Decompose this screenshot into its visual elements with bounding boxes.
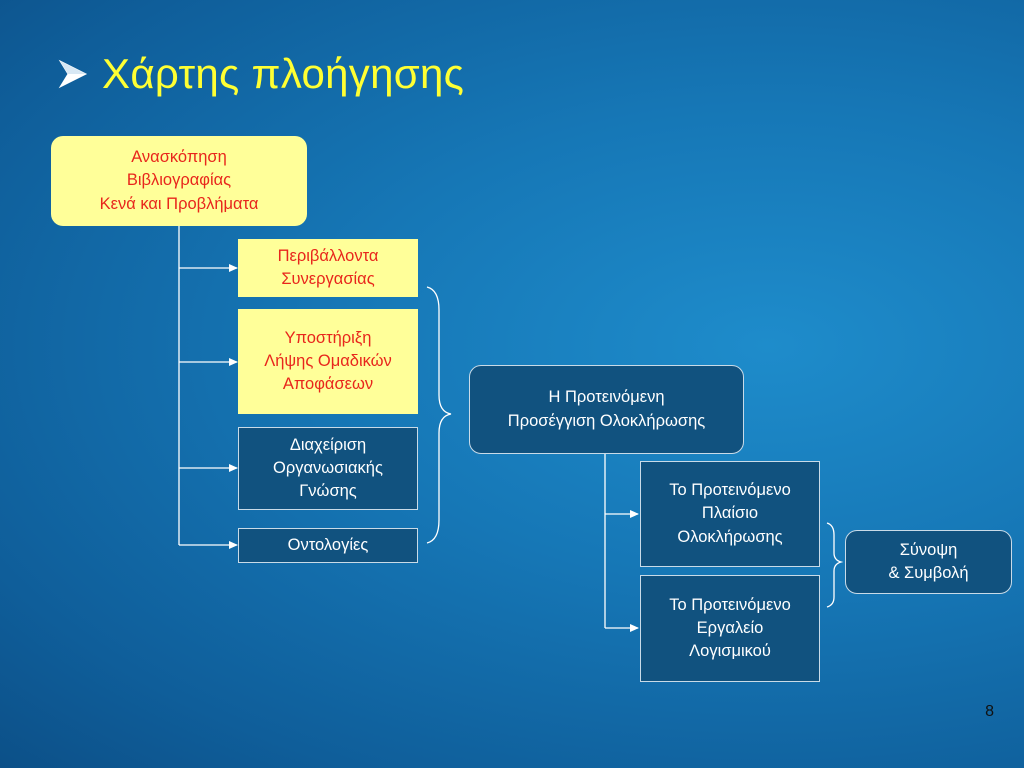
slide-title-row: Χάρτης πλοήγησης [58, 44, 464, 104]
node-proposed-framework: Το Προτεινόμενο Πλαίσιο Ολοκλήρωσης [640, 461, 820, 567]
slide-title: Χάρτης πλοήγησης [102, 50, 465, 97]
node-collaboration-environments: Περιβάλλοντα Συνεργασίας [238, 239, 418, 297]
node-proposed-approach: Η Προτεινόμενη Προσέγγιση Ολοκλήρωσης [469, 365, 744, 454]
page-number: 8 [985, 703, 994, 720]
node-literature-review: Ανασκόπηση Βιβλιογραφίας Κενά και Προβλή… [51, 136, 307, 226]
node-group-decision-support: Υποστήριξη Λήψης Ομαδικών Αποφάσεων [238, 309, 418, 414]
node-proposed-software-tool: Το Προτεινόμενο Εργαλείο Λογισμικού [640, 575, 820, 682]
left-brace [426, 286, 452, 544]
node-ontologies: Οντολογίες [238, 528, 418, 563]
arrowhead-bullet-icon [58, 59, 88, 89]
right-brace [826, 522, 844, 608]
node-summary-contribution: Σύνοψη & Συμβολή [845, 530, 1012, 594]
node-knowledge-management: Διαχείριση Οργανωσιακής Γνώσης [238, 427, 418, 510]
